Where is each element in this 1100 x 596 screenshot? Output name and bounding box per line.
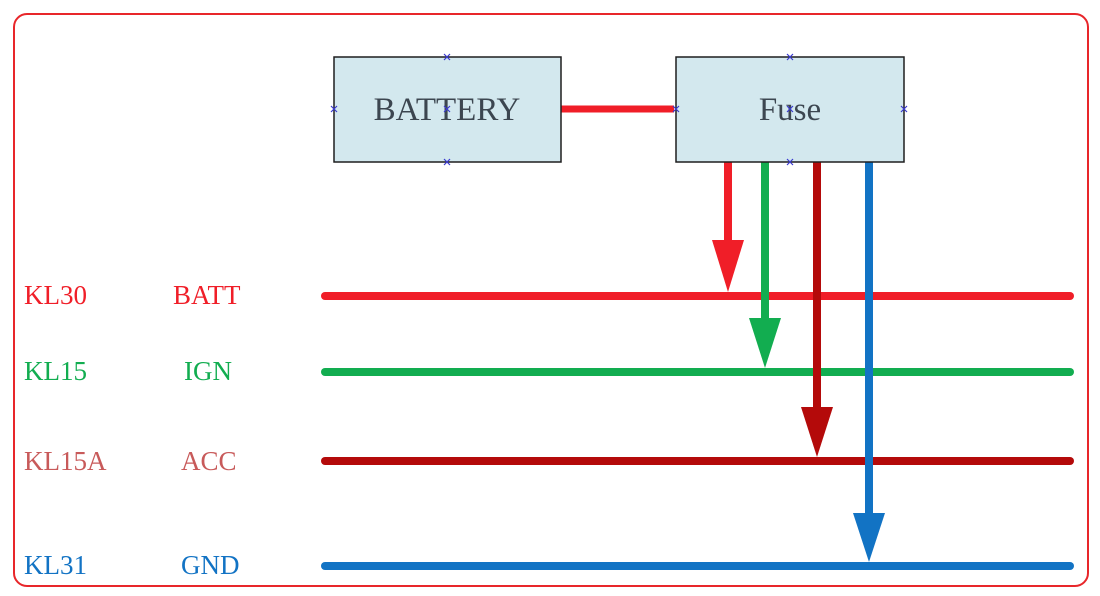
battery-label: BATTERY	[374, 92, 521, 128]
bus-name-acc: ACC	[181, 446, 237, 476]
terminal-label-kl31: KL31	[24, 550, 87, 580]
fuse-label: Fuse	[759, 92, 821, 128]
feed-wire-acc	[801, 160, 833, 457]
selection-handle-markers	[330, 53, 908, 166]
bus-name-gnd: GND	[181, 550, 240, 580]
bus-name-batt: BATT	[173, 280, 241, 310]
terminal-label-kl15a: KL15A	[24, 446, 107, 476]
feed-wire-batt	[712, 160, 744, 292]
diagram-frame	[13, 13, 1089, 587]
feed-wire-gnd	[853, 160, 885, 562]
feed-wire-ign	[749, 160, 781, 368]
bus-name-ign: IGN	[184, 356, 232, 386]
terminal-label-kl15: KL15	[24, 356, 87, 386]
terminal-label-kl30: KL30	[24, 280, 87, 310]
